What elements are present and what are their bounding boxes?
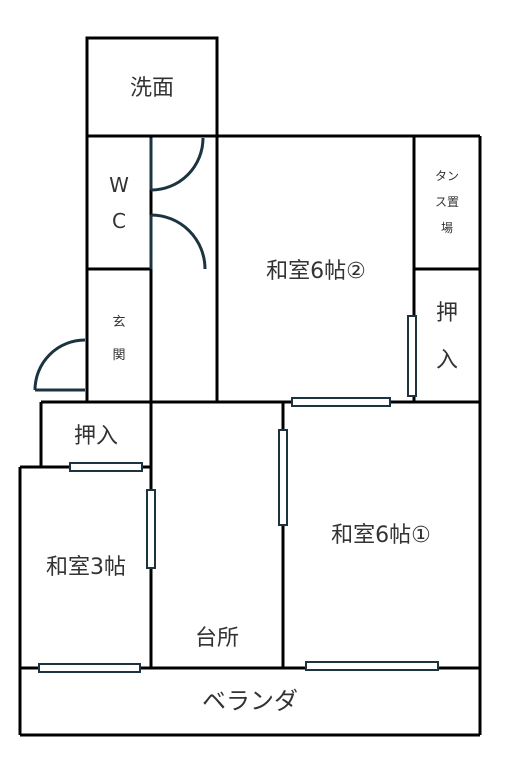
label-wc-c: C (112, 209, 126, 233)
sliding-doors (38, 315, 439, 673)
swing-doors (33, 137, 207, 392)
label-tansu-1: タン (435, 169, 459, 183)
label-washitsu6-2: 和室6帖② (266, 259, 366, 284)
sliding-door-washitsu6-1-top (291, 397, 391, 407)
label-veranda: ベランダ (202, 687, 298, 715)
label-tansu-3: 場 (441, 221, 453, 235)
sliding-door-oshiire-right (407, 315, 417, 397)
sliding-door-oshiire-left (69, 462, 143, 472)
label-tansu-2: ス置 (435, 195, 459, 209)
sliding-door-washitsu3-bottom (38, 663, 141, 673)
label-daidokoro: 台所 (195, 626, 239, 651)
label-oshiire-right-1: 押 (436, 301, 458, 326)
label-oshiire-left: 押入 (74, 424, 118, 449)
door-swing-genkan (33, 338, 86, 391)
sliding-door-washitsu6-1-bottom (305, 661, 439, 671)
label-genkan-1: 玄 (112, 315, 125, 330)
sliding-door-washitsu3-right (146, 489, 156, 569)
label-washitsu6-1: 和室6帖① (331, 523, 431, 548)
room-labels: 洗面 W C タン ス置 場 和室6帖② 押 入 玄 関 押入 和室6帖① 和室… (46, 76, 459, 715)
door-swing-wc-upper (150, 137, 205, 192)
label-wc-w: W (109, 173, 129, 197)
sliding-door-washitsu6-1-left (278, 429, 288, 526)
door-swing-wc-lower (150, 213, 207, 270)
label-senmen: 洗面 (130, 76, 174, 101)
label-genkan-2: 関 (112, 348, 125, 363)
label-washitsu3: 和室3帖 (46, 555, 126, 580)
label-oshiire-right-2: 入 (436, 348, 458, 373)
